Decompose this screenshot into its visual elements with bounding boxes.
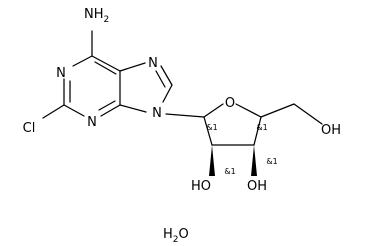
n9-label: N	[152, 106, 162, 121]
hydroxyl-3-label: OH	[247, 179, 267, 194]
bond-o4prime-c4prime	[235, 103, 262, 118]
bond-c5prime-oh	[293, 103, 323, 125]
bond-c1prime-o4prime	[203, 103, 224, 118]
bond-n9-c4	[119, 104, 147, 113]
atom-labels: NH2 N N N N Cl O HO OH OH	[23, 7, 341, 194]
bond-n7-c8	[160, 65, 173, 86]
bond-c4prime-c3prime	[253, 116, 262, 146]
bond-c5-n7	[119, 62, 146, 72]
n1-label: N	[56, 66, 66, 81]
water-hydrate-label: H2O	[163, 227, 189, 245]
bond-c4-n3	[100, 104, 121, 117]
n3-label: N	[87, 115, 97, 130]
bond-c6-c5-inner	[94, 61, 117, 75]
bond-c4prime-c5prime	[260, 103, 295, 118]
hydroxyl-5-label: OH	[321, 123, 341, 138]
bond-c8-n9	[162, 84, 173, 103]
bond-c2prime-c1prime	[203, 116, 213, 146]
bond-c6-c5	[91, 55, 121, 72]
bond-c2-cl	[42, 104, 65, 119]
pyrimidine-ring-bonds	[42, 30, 121, 119]
ring-oxygen-label: O	[225, 96, 235, 111]
stereo-label-c3prime: &1	[266, 157, 277, 166]
bond-n1-c6	[72, 55, 93, 67]
ribose-ring-bonds	[203, 103, 323, 146]
wedge-c3prime-oh	[251, 145, 257, 176]
amine-label: NH2	[84, 7, 109, 25]
wedge-c2prime-oh	[209, 145, 215, 176]
stereo-label-c1prime: &1	[206, 123, 217, 132]
stereo-descriptors: &1 &1 &1 &1	[206, 123, 277, 176]
bond-n7-c8-inner	[155, 70, 166, 88]
bond-n9-c1prime	[165, 113, 205, 118]
chlorine-label: Cl	[23, 121, 36, 136]
bond-c4-n3-inner	[98, 100, 116, 111]
bond-n3-c2	[63, 104, 85, 117]
stereo-label-c4prime: &1	[256, 123, 267, 132]
stereo-wedge-bonds	[209, 145, 257, 176]
n7-label: N	[148, 56, 158, 71]
imidazole-ring-bonds	[119, 62, 205, 118]
hydroxyl-2-label: HO	[191, 179, 211, 194]
stereo-label-c2prime: &1	[224, 167, 235, 176]
